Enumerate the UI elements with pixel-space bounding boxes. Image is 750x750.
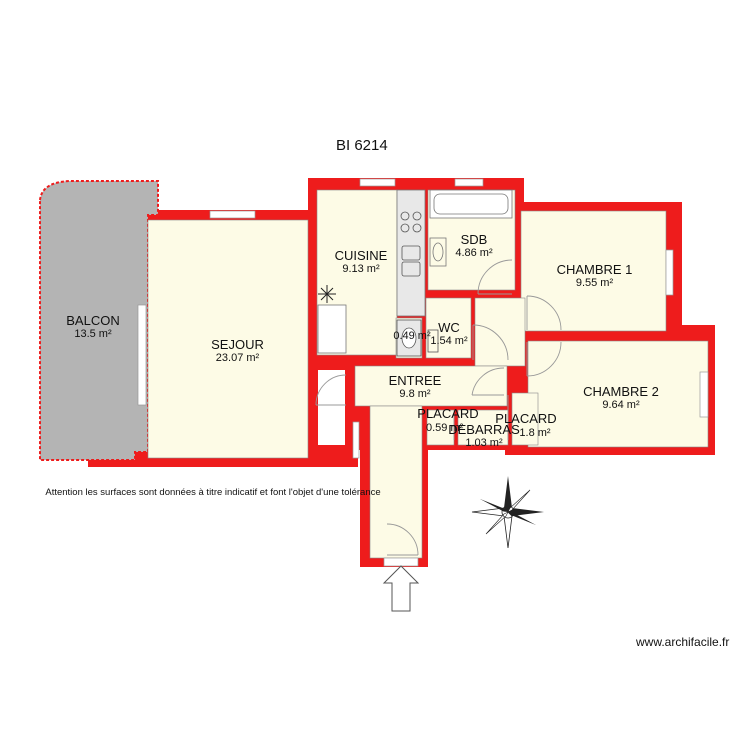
plan-title: BI 6214 [336,137,388,154]
room-label-sejour: SEJOUR 23.07 m² [200,338,275,364]
room-label-balcon: BALCON 13.5 m² [58,314,128,340]
stove-icon [400,211,422,233]
room-area: 23.07 m² [215,352,260,364]
room-area: 9.55 m² [575,277,614,289]
entrance-arrow-icon [382,565,420,612]
room-label-chambre1: CHAMBRE 1 9.55 m² [547,263,642,289]
room-name: PLACARD [417,406,479,421]
floor-placard2 [511,392,539,446]
room-name: PLACARD [495,411,557,426]
floor-corridor [369,405,423,559]
room-name: WC [438,320,460,335]
room-name: CHAMBRE 1 [556,262,633,277]
room-area: 9.13 m² [342,263,380,275]
compass-rose-icon [471,476,544,549]
room-area: 1.03 m² [465,437,503,449]
room-name: BALCON [66,313,120,328]
room-area: 9.64 m² [602,399,640,411]
fridge-snowflake-icon [318,285,336,303]
toilet-icon [396,319,439,357]
room-name: DEBARRAS [448,422,520,437]
floor-sejour [147,219,309,459]
room-area: 0.59 m² [426,422,464,434]
kitchen-counter [317,189,426,354]
room-area-small-room: 0.49 m² [393,330,431,342]
room-label-entree: ENTREE 9.8 m² [378,374,452,400]
room-area: 1.54 m² [430,335,468,347]
doors [315,259,562,556]
room-name: CHAMBRE 2 [583,384,659,399]
room-label-placard2: PLACARD 1.8 m² [488,412,564,439]
room-area: 1.8 m² [519,427,551,439]
windows [209,178,709,567]
room-area: 9.8 m² [399,388,431,400]
room-label-chambre2: CHAMBRE 2 9.64 m² [571,385,671,411]
floor-chambre2 [527,340,709,448]
floor-hall [474,297,526,367]
room-name: CUISINE [334,248,388,263]
room-area: 4.86 m² [455,247,493,259]
balcony-area [39,180,159,461]
floor-placard1 [426,409,455,446]
room-label-placard1: PLACARD 0.59 m² [410,407,486,434]
floor-wc [425,297,472,359]
room-area: 13.5 m² [74,328,112,340]
floor-chambre1 [520,210,667,332]
sink-icon [401,245,421,277]
bathtub-icon [429,189,513,219]
room-name: SDB [460,232,488,247]
room-label-wc: WC 1.54 m² [426,321,472,347]
surface-disclaimer: Attention les surfaces sont données à ti… [45,487,381,498]
room-label-debarras: DEBARRAS 1.03 m² [446,423,522,449]
washbasin-icon [429,237,447,267]
room-name: ENTREE [388,373,442,388]
room-floors [147,189,709,559]
credit-link[interactable]: www.archifacile.fr [636,635,730,649]
floor-entree [354,365,508,407]
room-label-cuisine: CUISINE 9.13 m² [326,249,396,275]
room-label-sdb: SDB 4.86 m² [444,233,504,259]
room-name: SEJOUR [211,337,264,352]
